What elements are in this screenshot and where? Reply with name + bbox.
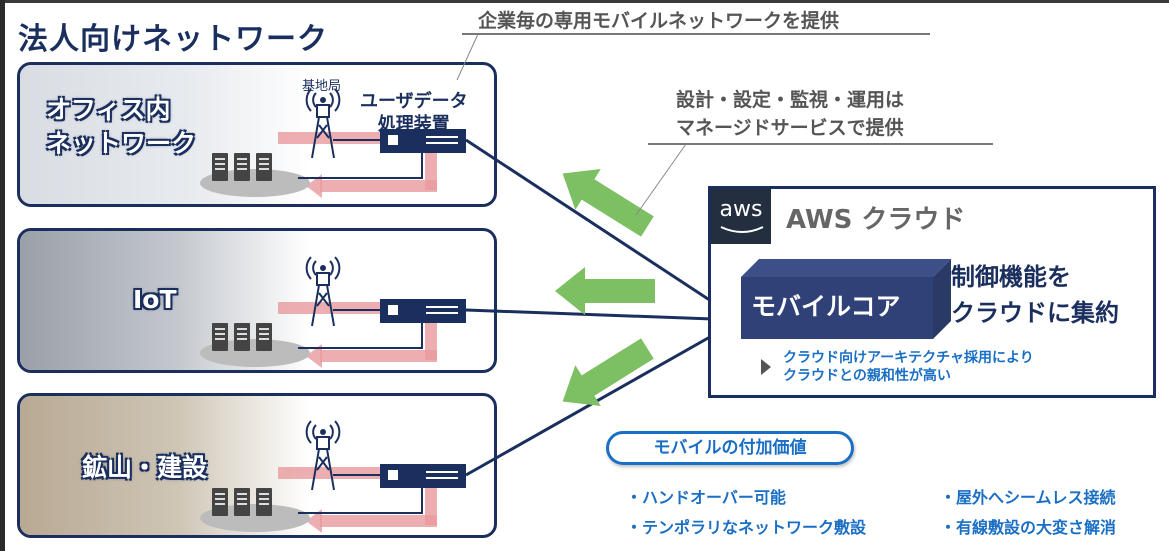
core-desc-line2: クラウドに集約: [951, 299, 1119, 327]
arrow-shape: [562, 169, 654, 237]
downlink-arrowhead-icon: [306, 344, 322, 368]
callout-dedicated-network: 企業毎の専用モバイルネットワークを提供: [478, 10, 840, 32]
value-item: ・ハンドオーバー可能: [626, 488, 786, 507]
callout-underline: [648, 143, 993, 145]
downlink-flow: [320, 350, 437, 362]
value-item: ・テンポラリなネットワーク敷設: [626, 518, 867, 537]
management-arrow-icon: [562, 169, 654, 237]
scenario-label: オフィス内 ネットワーク: [46, 93, 196, 161]
server-icon: [212, 153, 228, 181]
left-border: [0, 0, 5, 551]
base-station-tower-icon: [305, 88, 341, 159]
core-connection-line: [465, 138, 741, 322]
downlink-arrowhead-icon: [306, 174, 322, 198]
note-line2: クラウドとの親和性が高い: [783, 368, 951, 385]
core-connection-line: [465, 308, 741, 322]
aws-title: AWS クラウド: [786, 205, 966, 235]
server-icon: [256, 153, 272, 181]
server-icon: [256, 323, 272, 351]
note-line1: クラウド向けアーキテクチャ採用により: [783, 350, 1034, 366]
note-triangle-icon: [761, 359, 771, 375]
callout-pointer: [635, 143, 687, 216]
aws-logo-text: aws: [719, 197, 763, 222]
server-icon: [234, 153, 250, 181]
aws-cloud-box: aws AWS クラウド モバイルコア 制御機能を クラウドに集約 クラウド向け…: [708, 186, 1156, 398]
core-connection-line: [465, 318, 741, 477]
server-link: [298, 485, 423, 514]
mobile-value-heading: モバイルの付加価値: [606, 431, 854, 465]
mobile-core-description: 制御機能を クラウドに集約: [951, 259, 1119, 331]
downlink-flow: [320, 180, 437, 192]
device-port: [388, 470, 398, 480]
downlink-flow: [320, 515, 437, 527]
downlink-arrowhead-icon: [306, 509, 322, 533]
callout-managed-line2: マネージドサービスで提供: [676, 116, 904, 139]
cloud-affinity-note: クラウド向けアーキテクチャ採用により クラウドとの親和性が高い: [783, 349, 1034, 385]
arrow-shape: [562, 338, 654, 406]
server-icon: [212, 323, 228, 351]
base-station-tower-icon: [305, 256, 341, 327]
callout-underline: [462, 33, 930, 35]
mobile-core-block: [741, 259, 951, 339]
scenario-label: 鉱山・建設: [82, 453, 208, 482]
scenario-label: IoT: [133, 285, 177, 314]
mobile-core-label: モバイルコア: [751, 292, 901, 321]
server-link: [298, 150, 423, 179]
core-desc-line1: 制御機能を: [951, 263, 1071, 291]
aws-logo-icon: aws: [711, 189, 771, 244]
value-item: ・有線敷設の大変さ解消: [940, 518, 1117, 537]
server-icon: [234, 323, 250, 351]
device-label-line1: ユーザデータ: [360, 91, 468, 112]
base-station-label: 基地局: [302, 79, 342, 94]
server-icon: [234, 488, 250, 516]
base-station-tower-icon: [305, 420, 341, 491]
callout-managed-service: 設計・設定・監視・運用は マネージドサービスで提供: [676, 87, 904, 142]
management-arrow-icon: [562, 338, 654, 406]
management-arrow-icon: [555, 267, 655, 315]
server-icon: [256, 488, 272, 516]
scenario-label-line2: ネットワーク: [46, 128, 197, 158]
scenario-label-line1: オフィス内: [46, 95, 171, 124]
device-port: [388, 135, 398, 145]
value-item: ・屋外へシームレス接続: [940, 488, 1116, 507]
server-link: [298, 320, 423, 349]
arrow-shape: [555, 267, 655, 315]
top-border: [0, 0, 1169, 3]
server-icon: [212, 488, 228, 516]
page-title: 法人向けネットワーク: [18, 22, 328, 57]
callout-managed-line1: 設計・設定・監視・運用は: [676, 89, 905, 111]
device-port: [388, 305, 398, 315]
aws-smile-icon: [720, 226, 764, 233]
callout-pointer: [456, 33, 479, 81]
